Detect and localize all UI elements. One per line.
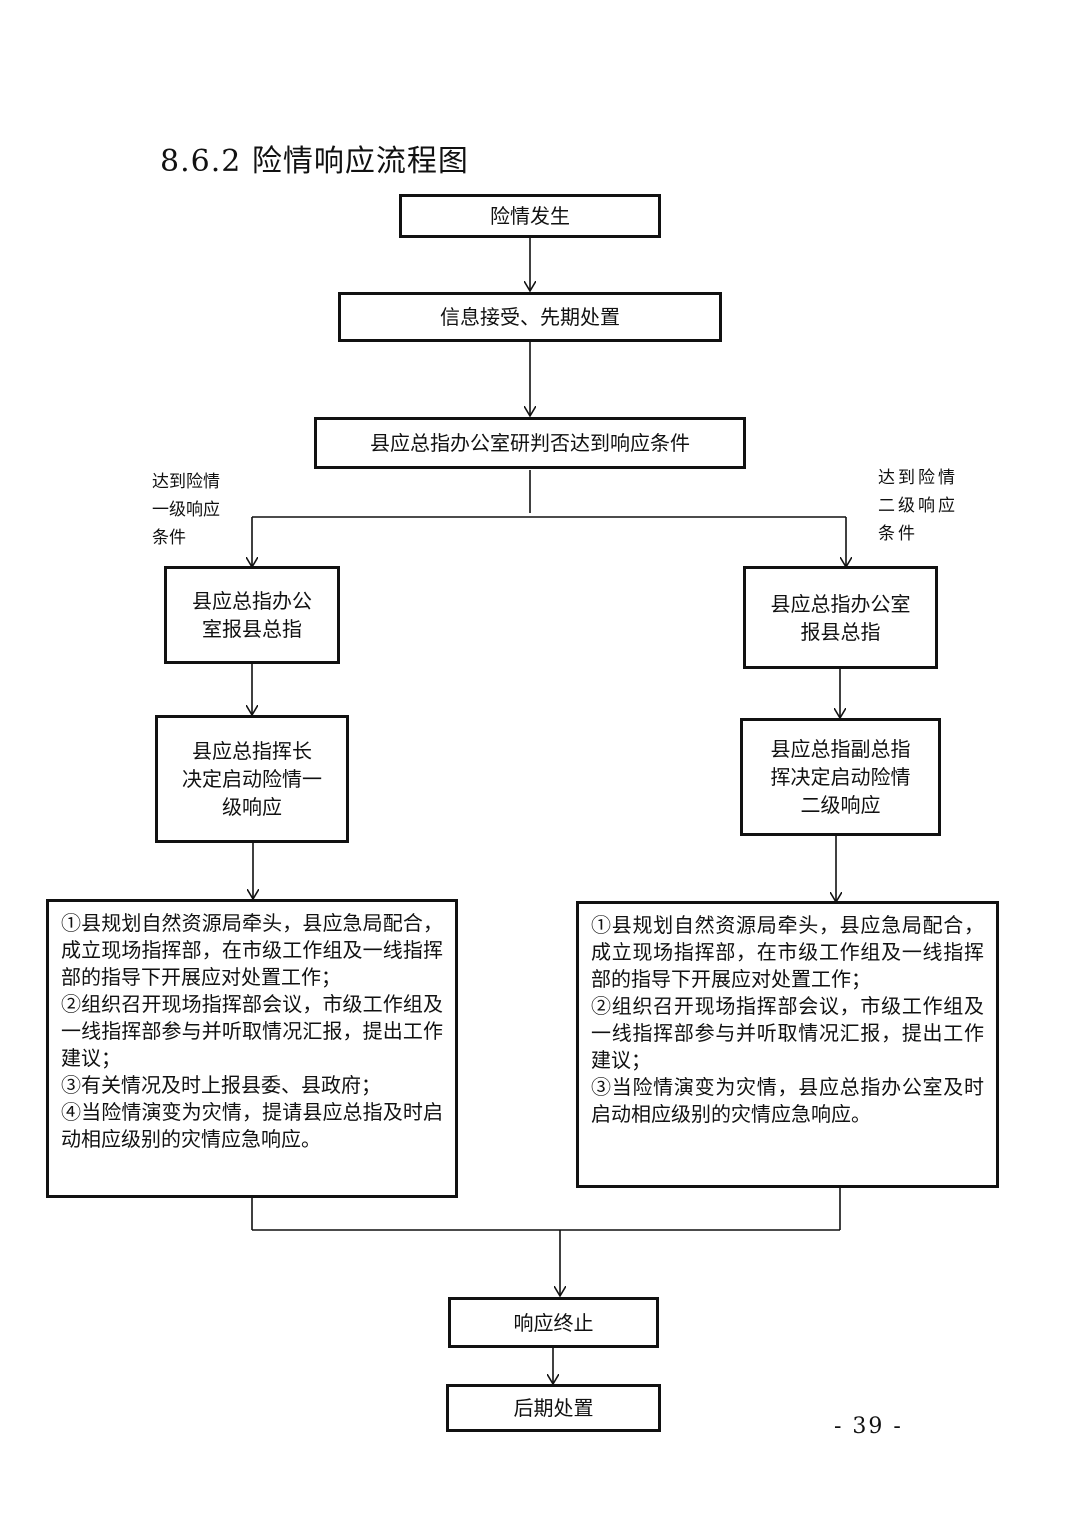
node-right-report: 县应总指办公室 报县总指	[743, 566, 938, 669]
left-condition-label: 达到险情 一级响应 条件	[152, 472, 220, 548]
page-number: - 39 -	[834, 1414, 903, 1439]
node-info-received: 信息接受、先期处置	[338, 292, 722, 342]
node-left-decide: 县应总指挥长 决定启动险情一 级响应	[155, 715, 349, 843]
node-risk-occurs: 险情发生	[399, 194, 661, 238]
right-condition-label: 达到险情 二级响应 条件	[878, 468, 958, 544]
node-right-decide: 县应总指副总指 挥决定启动险情 二级响应	[740, 718, 941, 836]
node-office-judge: 县应总指办公室研判否达到响应条件	[314, 417, 746, 469]
node-left-actions: ①县规划自然资源局牵头，县应急局配合，成立现场指挥部，在市级工作组及一线指挥部的…	[46, 899, 458, 1198]
node-response-end: 响应终止	[448, 1297, 659, 1348]
page-title: 8.6.2 险情响应流程图	[160, 144, 469, 179]
node-right-actions: ①县规划自然资源局牵头，县应急局配合，成立现场指挥部，在市级工作组及一线指挥部的…	[576, 901, 999, 1188]
node-post-disposal: 后期处置	[446, 1384, 661, 1432]
node-left-report: 县应总指办公 室报县总指	[164, 566, 340, 664]
